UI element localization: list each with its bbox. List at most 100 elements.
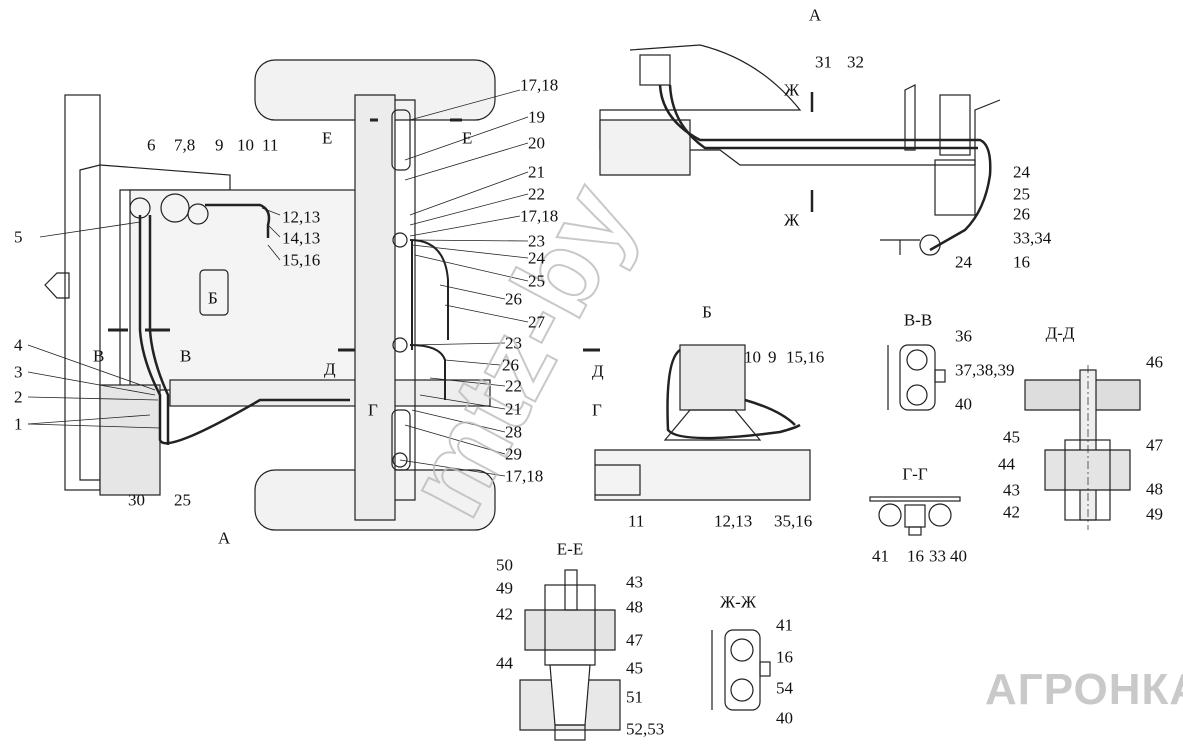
callout: 17,18 (505, 466, 544, 486)
callout: 17,18 (520, 206, 559, 226)
callout: 43 (1003, 480, 1020, 500)
callout: 44 (998, 454, 1015, 474)
callout: 3 (14, 362, 23, 382)
callout: 48 (626, 597, 643, 617)
callout: 52,53 (626, 719, 665, 739)
callout: 22 (505, 376, 522, 396)
plan-view-frame (44, 94, 491, 496)
callout: 23 (505, 333, 522, 353)
agronka-logo: АГРОНКА (985, 665, 1183, 714)
callout: 10 (744, 347, 761, 367)
section-ee-drawing (519, 569, 621, 741)
plan-view-axle (254, 59, 600, 531)
callout: 45 (626, 658, 643, 678)
callout: 47 (1146, 435, 1163, 455)
callout: 32 (847, 52, 864, 72)
callout: 25 (528, 271, 545, 291)
callout: 16 (907, 546, 924, 566)
section-marker: Е (462, 128, 473, 148)
callout: 12,13 (714, 511, 753, 531)
section-title: В-В (903, 310, 933, 330)
view-title: А (808, 5, 822, 25)
section-marker: Е (322, 128, 333, 148)
callout: 31 (815, 52, 832, 72)
callout: 16 (1013, 252, 1030, 272)
callout: 49 (1146, 504, 1163, 524)
callout: 14,13 (282, 228, 321, 248)
callout: 24 (1013, 162, 1030, 182)
callout: 36 (955, 326, 972, 346)
callout: 48 (1146, 479, 1163, 499)
callout: 20 (528, 133, 545, 153)
callout: 9 (768, 347, 777, 367)
callout: 37,38,39 (955, 360, 1015, 380)
callout: 2 (14, 387, 23, 407)
callout: 51 (626, 687, 643, 707)
section-title: Д-Д (1045, 323, 1075, 343)
callout: 25 (174, 490, 191, 510)
callout: 12,13 (282, 207, 321, 227)
callout: 19 (528, 107, 545, 127)
callout: 15,16 (786, 347, 825, 367)
callout: 11 (262, 135, 279, 155)
callout: 29 (505, 444, 522, 464)
callout: 10 (237, 135, 254, 155)
callout: 46 (1146, 352, 1163, 372)
callout: 41 (776, 615, 793, 635)
callout: 40 (776, 708, 793, 728)
callout: 5 (14, 227, 23, 247)
section-marker: Г (368, 400, 378, 420)
section-zhzh-drawing (711, 629, 771, 711)
callout: 33 (929, 546, 946, 566)
callout: 45 (1003, 427, 1020, 447)
callout: 35,16 (774, 511, 813, 531)
callout: 26 (1013, 204, 1030, 224)
callout: 17,18 (520, 75, 559, 95)
callout: 24 (955, 252, 972, 272)
view-marker: Б (208, 288, 218, 308)
section-marker: Д (324, 359, 336, 379)
view-marker: А (218, 528, 231, 548)
callout: 21 (528, 162, 545, 182)
callout: 27 (528, 312, 545, 332)
callout: 40 (950, 546, 967, 566)
callout: 11 (628, 511, 645, 531)
callout: 7,8 (174, 135, 196, 155)
callout: 26 (502, 355, 519, 375)
callout: 50 (496, 555, 513, 575)
section-marker: В (180, 346, 192, 366)
callout: 15,16 (282, 250, 321, 270)
section-title: Е-Е (556, 539, 584, 559)
section-marker: Ж (784, 80, 800, 100)
callout: 42 (496, 604, 513, 624)
callout: 42 (1003, 502, 1020, 522)
section-marker: В (93, 346, 105, 366)
callout: 28 (505, 422, 522, 442)
view-b-drawing (594, 344, 811, 501)
callout: 1 (14, 414, 23, 434)
callout: 26 (505, 289, 522, 309)
callout: 49 (496, 578, 513, 598)
view-title: Б (702, 302, 712, 322)
callout: 23 (528, 231, 545, 251)
view-a-drawing (599, 44, 1001, 256)
section-vv-drawing (887, 344, 946, 411)
callout: 16 (776, 647, 793, 667)
section-marker: Ж (784, 210, 800, 230)
callout: 40 (955, 394, 972, 414)
callout: 22 (528, 184, 545, 204)
callout: 21 (505, 399, 522, 419)
plan-view-leaders (27, 89, 529, 477)
callout: 43 (626, 572, 643, 592)
section-gg-drawing (869, 496, 961, 536)
callout: 47 (626, 630, 643, 650)
callout: 41 (872, 546, 889, 566)
callout: 30 (128, 490, 145, 510)
callout: 6 (147, 135, 156, 155)
callout: 25 (1013, 184, 1030, 204)
section-dd-drawing (1024, 365, 1141, 530)
section-title: Ж-Ж (719, 592, 757, 612)
section-marker: Д (592, 361, 604, 381)
